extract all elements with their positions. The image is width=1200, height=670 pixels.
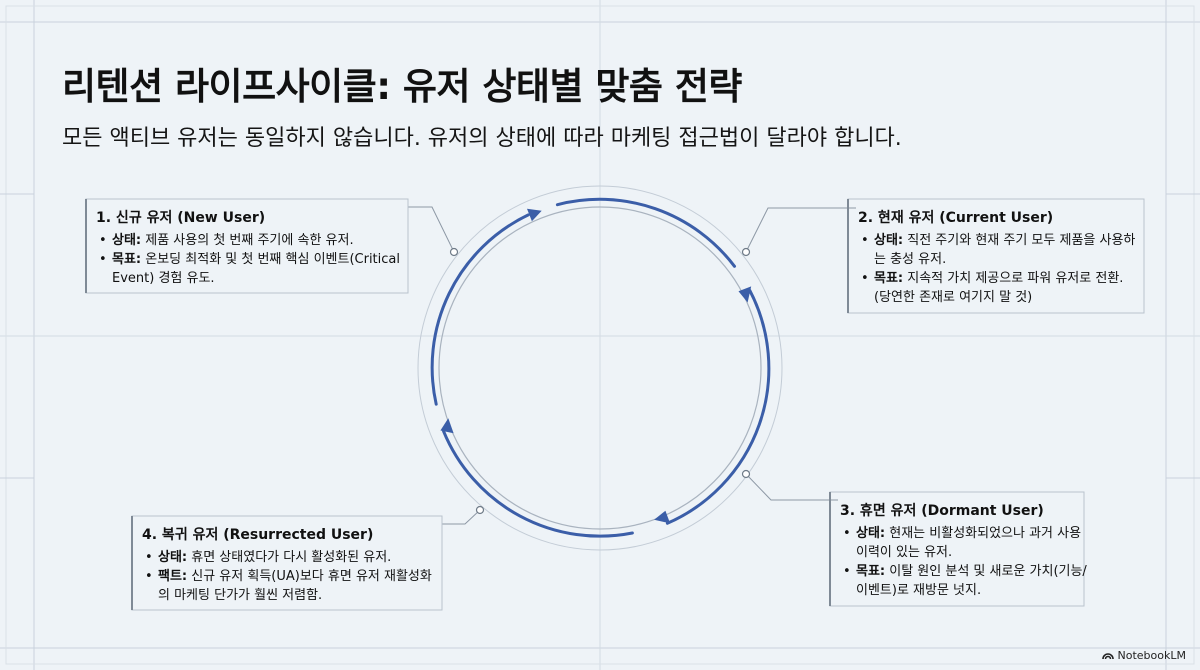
bullet-key: 목표: bbox=[112, 252, 142, 267]
bullet-goal: 목표: 이탈 원인 분석 및 새로운 가치(기능/이벤트)로 재방문 넛지. bbox=[840, 562, 1090, 600]
bullet-text: 제품 사용의 첫 번째 주기에 속한 유저. bbox=[141, 233, 354, 248]
bullet-text: 온보딩 최적화 및 첫 번째 핵심 이벤트(Critical Event) 경험… bbox=[112, 252, 400, 286]
stage-title: 4. 복귀 유저 (Resurrected User) bbox=[142, 527, 374, 543]
arrowhead-dormant bbox=[654, 510, 671, 524]
arrowheads bbox=[440, 208, 752, 524]
bullet-key: 상태: bbox=[158, 550, 188, 565]
stage-card-dormant-user: 3. 휴면 유저 (Dormant User) 상태: 현재는 비활성화되었으나… bbox=[840, 500, 1090, 600]
bullet-goal: 목표: 온보딩 최적화 및 첫 번째 핵심 이벤트(Critical Event… bbox=[96, 250, 406, 288]
stage-card-current-user: 2. 현재 유저 (Current User) 상태: 직전 주기와 현재 주기… bbox=[858, 207, 1138, 307]
leader-dots bbox=[449, 247, 751, 515]
stage-bullets: 상태: 제품 사용의 첫 번째 주기에 속한 유저. 목표: 온보딩 최적화 및… bbox=[96, 231, 406, 288]
bullet-status: 상태: 휴면 상태였다가 다시 활성화된 유저. bbox=[142, 548, 442, 567]
arrow-resurrected-to-new bbox=[430, 213, 530, 406]
stage-bullets: 상태: 휴면 상태였다가 다시 활성화된 유저. 팩트: 신규 유저 획득(UA… bbox=[142, 548, 442, 605]
arrowhead-current bbox=[738, 286, 752, 303]
bullet-fact: 팩트: 신규 유저 획득(UA)보다 휴면 유저 재활성화의 마케팅 단가가 훨… bbox=[142, 567, 442, 605]
bullet-key: 상태: bbox=[874, 233, 904, 248]
brand-badge: NotebookLM bbox=[1101, 649, 1186, 662]
bullet-status: 상태: 현재는 비활성화되었으나 과거 사용 이력이 있는 유저. bbox=[840, 524, 1090, 562]
bullet-text: 현재는 비활성화되었으나 과거 사용 이력이 있는 유저. bbox=[856, 526, 1082, 560]
arrow-dormant-to-resurrected bbox=[442, 429, 634, 538]
bullet-key: 상태: bbox=[856, 526, 886, 541]
stage-card-resurrected-user: 4. 복귀 유저 (Resurrected User) 상태: 휴면 상태였다가… bbox=[142, 524, 442, 605]
bullet-status: 상태: 제품 사용의 첫 번째 주기에 속한 유저. bbox=[96, 231, 406, 250]
bullet-text: 지속적 가치 제공으로 파워 유저로 전환. (당연한 존재로 여기지 말 것) bbox=[874, 271, 1124, 305]
stage-title: 1. 신규 유저 (New User) bbox=[96, 210, 266, 226]
stage-title: 3. 휴면 유저 (Dormant User) bbox=[840, 503, 1044, 519]
bullet-key: 목표: bbox=[856, 564, 886, 579]
bullet-text: 신규 유저 획득(UA)보다 휴면 유저 재활성화의 마케팅 단가가 훨씬 저렴… bbox=[158, 569, 432, 603]
bullet-status: 상태: 직전 주기와 현재 주기 모두 제품을 사용하는 충성 유저. bbox=[858, 231, 1138, 269]
stage-bullets: 상태: 현재는 비활성화되었으나 과거 사용 이력이 있는 유저. 목표: 이탈… bbox=[840, 524, 1090, 600]
stage-bullets: 상태: 직전 주기와 현재 주기 모두 제품을 사용하는 충성 유저. 목표: … bbox=[858, 231, 1138, 307]
bullet-text: 휴면 상태였다가 다시 활성화된 유저. bbox=[187, 550, 392, 565]
bullet-key: 팩트: bbox=[158, 569, 188, 584]
bullet-key: 목표: bbox=[874, 271, 904, 286]
notebooklm-logo-icon bbox=[1101, 653, 1114, 660]
bullet-text: 직전 주기와 현재 주기 모두 제품을 사용하는 충성 유저. bbox=[874, 233, 1136, 267]
page-title: 리텐션 라이프사이클: 유저 상태별 맞춤 전략 bbox=[62, 65, 742, 108]
leader-lines bbox=[408, 206, 856, 525]
arrowhead-new bbox=[527, 208, 542, 222]
card-frames bbox=[85, 198, 1145, 611]
brand-name: NotebookLM bbox=[1117, 649, 1186, 662]
bullet-text: 이탈 원인 분석 및 새로운 가치(기능/이벤트)로 재방문 넛지. bbox=[856, 564, 1087, 598]
stage-title: 2. 현재 유저 (Current User) bbox=[858, 210, 1054, 226]
arrowhead-resurrected bbox=[440, 418, 454, 434]
page-subtitle: 모든 액티브 유저는 동일하지 않습니다. 유저의 상태에 따라 마케팅 접근법… bbox=[62, 126, 902, 151]
stage-card-new-user: 1. 신규 유저 (New User) 상태: 제품 사용의 첫 번째 주기에 … bbox=[96, 207, 406, 288]
bullet-goal: 목표: 지속적 가치 제공으로 파워 유저로 전환. (당연한 존재로 여기지 … bbox=[858, 269, 1138, 307]
bullet-key: 상태: bbox=[112, 233, 142, 248]
arrow-current-to-dormant bbox=[665, 288, 771, 525]
cycle-guide-circles bbox=[417, 185, 783, 551]
arrow-new-to-current bbox=[555, 197, 736, 268]
cycle-arrows bbox=[430, 197, 771, 538]
